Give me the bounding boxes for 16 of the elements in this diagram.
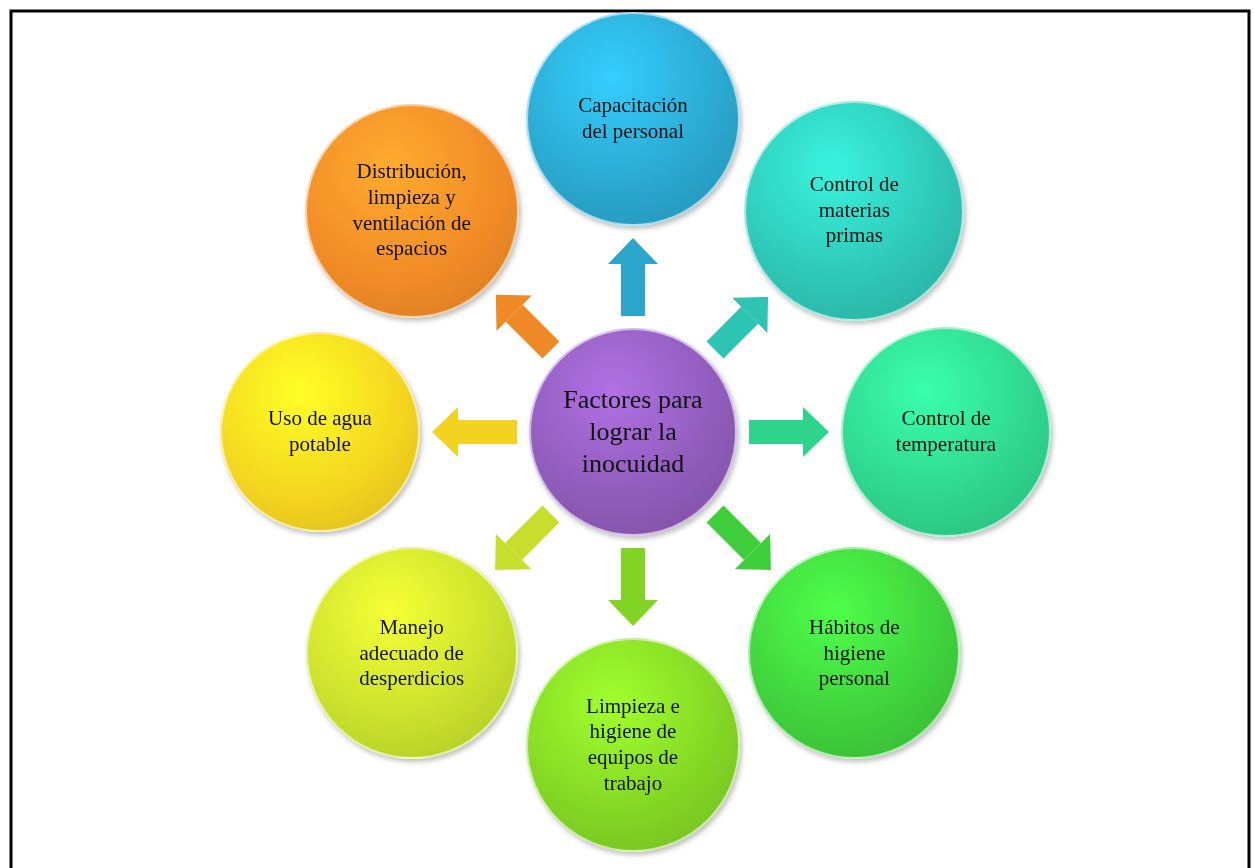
node-label: Control de temperatura bbox=[894, 406, 998, 458]
block-arrow bbox=[495, 294, 560, 359]
node-label: Factores para lograr la inocuidad bbox=[563, 384, 703, 480]
node-label: Distribución, limpieza y ventilación de espacios bbox=[351, 159, 472, 262]
block-arrow bbox=[749, 407, 829, 457]
block-arrow bbox=[432, 407, 517, 457]
node-label: Manejo adecuado de desperdicios bbox=[358, 614, 466, 692]
block-arrow bbox=[608, 548, 658, 626]
node-label: Limpieza e higiene de equipos de trabajo bbox=[585, 693, 681, 797]
node-label: Capacitación del personal bbox=[577, 93, 689, 145]
node-label: Uso de agua potable bbox=[267, 406, 373, 458]
node-label: Hábitos de higiene personal bbox=[808, 614, 901, 692]
block-arrow bbox=[495, 505, 560, 570]
block-arrow bbox=[608, 238, 658, 316]
node-label: Control de materias primas bbox=[808, 172, 900, 250]
block-arrow bbox=[706, 296, 769, 359]
